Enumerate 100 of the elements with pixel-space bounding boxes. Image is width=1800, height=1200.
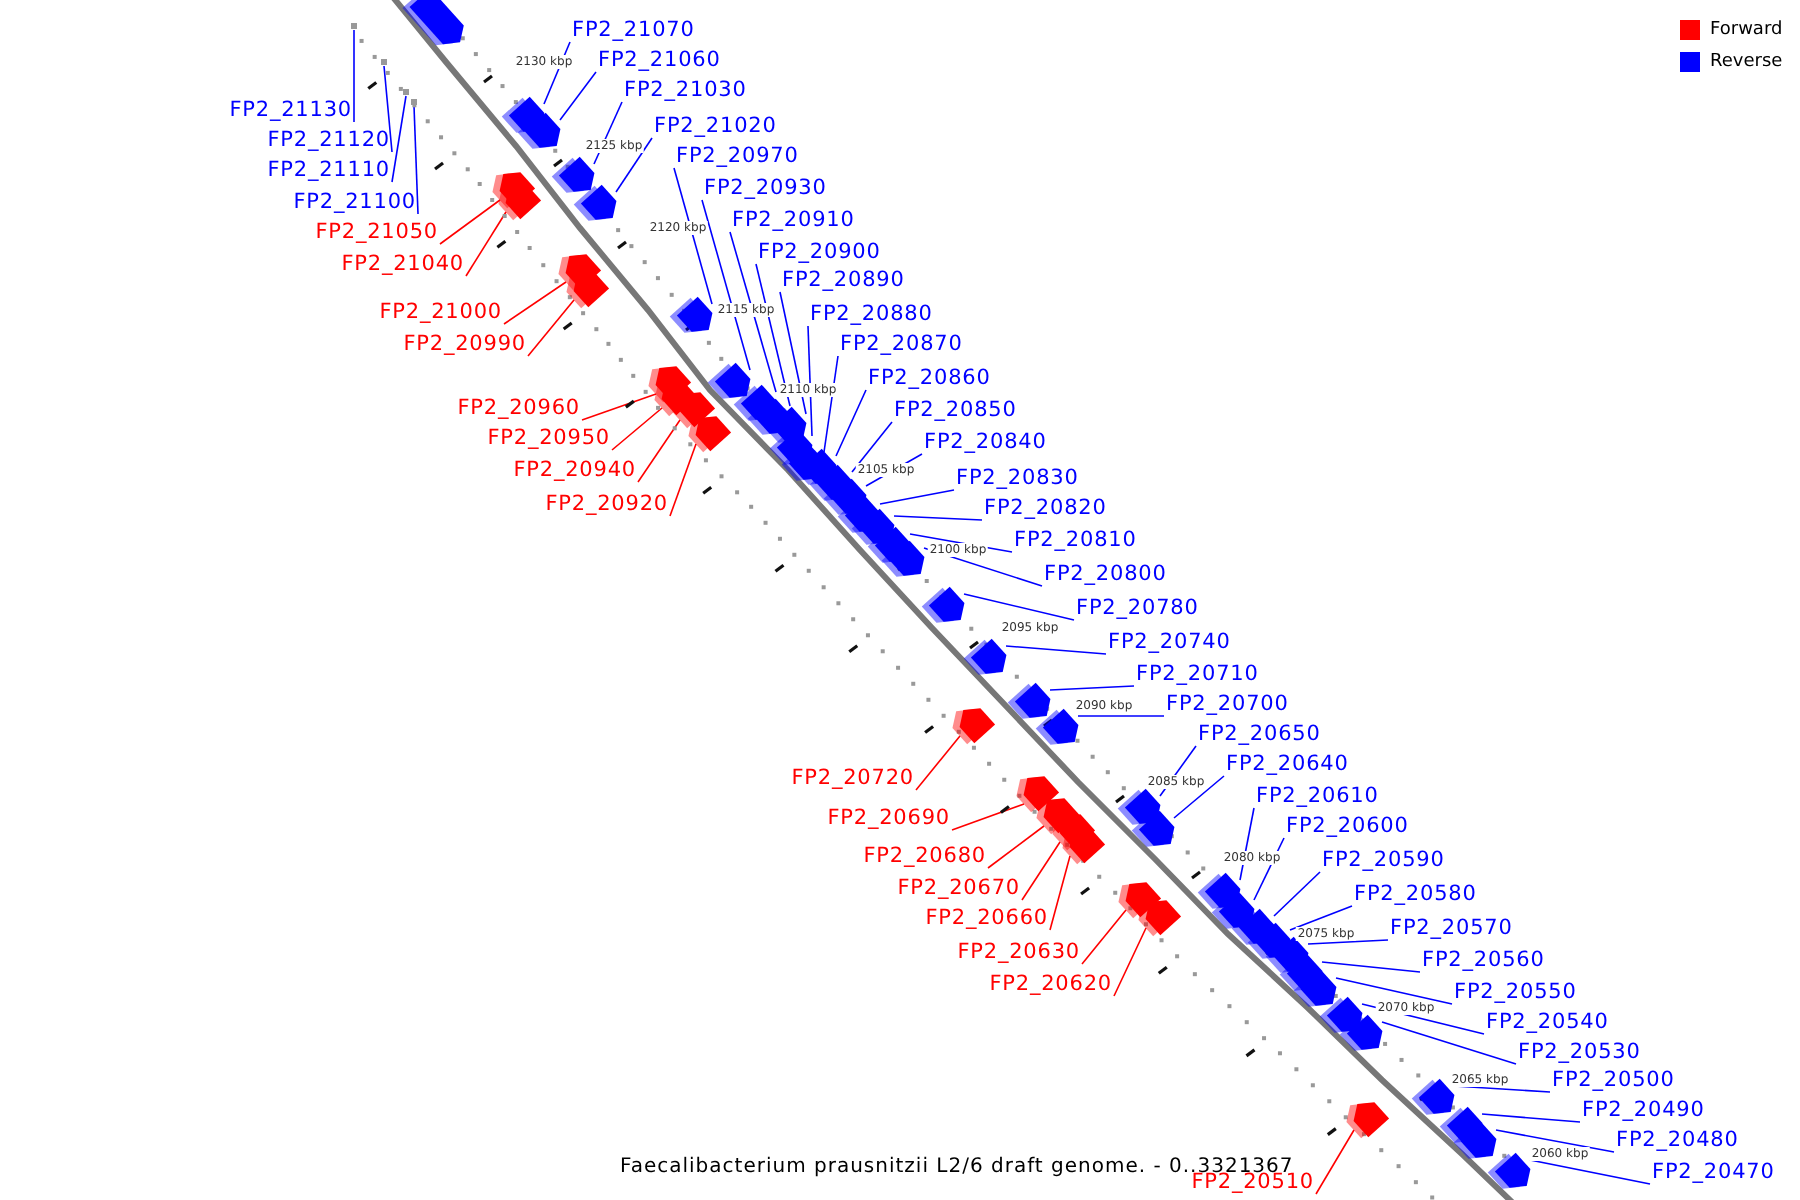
leader-line (559, 71, 597, 121)
leader-line (1307, 939, 1389, 945)
gene-label: FP2_21020 (654, 114, 777, 140)
gene-label: FP2_20970 (676, 144, 799, 170)
leader-line (893, 515, 983, 521)
gene-label: FP2_20960 (457, 396, 580, 422)
leader-line (503, 281, 567, 325)
gene-label: FP2_20610 (1256, 784, 1379, 810)
gene-label: FP2_20550 (1454, 980, 1577, 1006)
gene-block (1007, 682, 1051, 719)
gene-block (881, 540, 925, 577)
gene-label: FP2_20590 (1322, 848, 1445, 874)
leader-line (879, 489, 955, 505)
gene-label: FP2_20540 (1486, 1010, 1609, 1036)
leader-line (673, 167, 713, 305)
gene-label: FP2_21040 (341, 252, 464, 278)
leader-line (1381, 1021, 1517, 1065)
gene-label: FP2_20800 (1044, 562, 1167, 588)
leader-line (1495, 1129, 1615, 1153)
gene-marker (381, 59, 387, 65)
leader-line (1321, 961, 1421, 973)
gene-label: FP2_20830 (956, 466, 1079, 492)
leader-line (527, 299, 575, 357)
gene-marker (403, 89, 409, 95)
leader-line (1481, 1113, 1581, 1123)
leader-line (669, 443, 697, 517)
leader-line (615, 137, 653, 193)
leader-line (1173, 775, 1225, 819)
leader-line (1081, 909, 1127, 965)
gene-label: FP2_20560 (1422, 948, 1545, 974)
leader-line (465, 211, 507, 277)
gene-block (707, 362, 751, 399)
gene-label: FP2_21130 (229, 98, 352, 124)
gene-block (1138, 900, 1182, 937)
leader-line (1049, 685, 1135, 691)
gene-block (1411, 1078, 1455, 1115)
gene-label: FP2_20840 (924, 430, 1047, 456)
leader-line (1529, 1159, 1651, 1185)
leader-line (987, 825, 1045, 869)
gene-label: FP2_20880 (810, 302, 933, 328)
leader-line (915, 735, 961, 791)
gene-label: FP2_20740 (1108, 630, 1231, 656)
leader-line (383, 65, 393, 153)
gene-label: FP2_21060 (598, 48, 721, 74)
legend-label: Forward (1710, 20, 1783, 42)
gene-label: FP2_20640 (1226, 752, 1349, 778)
gene-label: FP2_20810 (1014, 528, 1137, 554)
leader-line (1335, 977, 1453, 1005)
leader-line (1289, 905, 1353, 931)
leader-line (611, 407, 663, 451)
leader-line (1005, 645, 1107, 655)
gene-label: FP2_21110 (267, 158, 390, 184)
leader-line (413, 105, 419, 215)
gene-label: FP2_20650 (1198, 722, 1321, 748)
leader-line (1021, 841, 1061, 901)
gene-label: FP2_20990 (403, 332, 526, 358)
gene-block (1131, 810, 1175, 847)
gene-label: FP2_21120 (267, 128, 390, 154)
gene-label: FP2_20690 (827, 806, 950, 832)
leader-line (1049, 855, 1071, 931)
gene-label: FP2_20480 (1616, 1128, 1739, 1154)
gene-block (573, 184, 617, 221)
gene-block (963, 638, 1007, 675)
leader-line (729, 231, 777, 393)
gene-block (1293, 970, 1337, 1007)
gene-label: FP2_20530 (1518, 1040, 1641, 1066)
leader-line (779, 291, 807, 415)
leader-line (391, 95, 407, 183)
leader-line (1077, 715, 1165, 717)
gene-label: FP2_21070 (572, 18, 695, 44)
leader-line (963, 593, 1075, 621)
leader-line (637, 419, 681, 483)
leader-line (353, 29, 355, 123)
leader-line (851, 421, 893, 473)
gene-block (921, 586, 965, 623)
gene-label: FP2_20580 (1354, 882, 1477, 908)
gene-label: FP2_20890 (782, 268, 905, 294)
leader-line (1113, 927, 1147, 997)
gene-label: FP2_20470 (1652, 1160, 1775, 1186)
gene-label: FP2_20720 (791, 766, 914, 792)
gene-block (1319, 996, 1363, 1033)
leader-line (835, 389, 867, 457)
gene-block (566, 272, 610, 309)
leader-line (1315, 1129, 1355, 1195)
gene-label: FP2_21100 (293, 190, 416, 216)
gene-block (952, 708, 996, 745)
gene-block (498, 184, 542, 221)
gene-block (1339, 1014, 1383, 1051)
gene-block (1487, 1152, 1531, 1189)
gene-label: FP2_21050 (315, 220, 438, 246)
gene-marker (351, 23, 357, 29)
gene-label: FP2_20920 (545, 492, 668, 518)
gene-block (1035, 708, 1079, 745)
gene-label: FP2_20600 (1286, 814, 1409, 840)
gene-label: FP2_20950 (487, 426, 610, 452)
gene-label: FP2_20820 (984, 496, 1107, 522)
leader-line (581, 393, 657, 421)
gene-label: FP2_20700 (1166, 692, 1289, 718)
gene-label: FP2_20670 (897, 876, 1020, 902)
gene-block (517, 112, 561, 149)
